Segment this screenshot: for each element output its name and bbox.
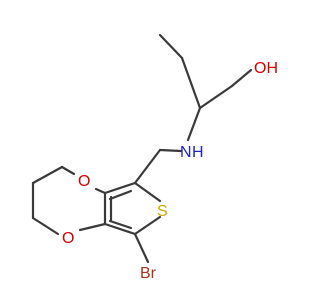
bond-ch-ch2oh [198, 84, 234, 110]
bond-ring-c5-c4-double [108, 219, 133, 230]
bond-ring-s-c5 [133, 215, 162, 236]
oxygen-bottom-label: O [62, 230, 74, 247]
molecule-structure: OH H N O O S Br [31, 33, 278, 282]
hydroxyl-label: OH [254, 60, 278, 77]
bond-ch2-ch2 [31, 165, 64, 185]
bond-ring-c3-c2 [103, 181, 137, 195]
bond-o-bottom-c4 [78, 222, 107, 232]
structure-canvas: OH H N O O S Br [31, 33, 278, 282]
bond-ch2-o-bottom [31, 216, 60, 236]
bond-nh-ch2 [158, 148, 183, 153]
bond-c3-o-top [94, 187, 107, 195]
bond-ch2-ring [133, 148, 162, 185]
bond-ch2-oh [230, 68, 253, 88]
sulfur-label: S [157, 203, 168, 220]
bond-ch-nh [186, 106, 202, 142]
bond-ring-c2-s [133, 181, 162, 203]
bromine-label: Br [140, 265, 157, 282]
bond-o-top-ch2 [60, 165, 76, 176]
bond-ring-c5-c4 [103, 222, 137, 236]
bond-ethyl-ch2 [180, 56, 202, 110]
bond-ethyl-ch3 [158, 33, 184, 60]
bond-c5-br [133, 232, 150, 264]
oxygen-top-label: O [78, 173, 90, 190]
amine-n-label: N [180, 144, 192, 161]
amine-h-label: H [192, 144, 204, 161]
bond-ring-c3-c2-double [108, 189, 133, 201]
